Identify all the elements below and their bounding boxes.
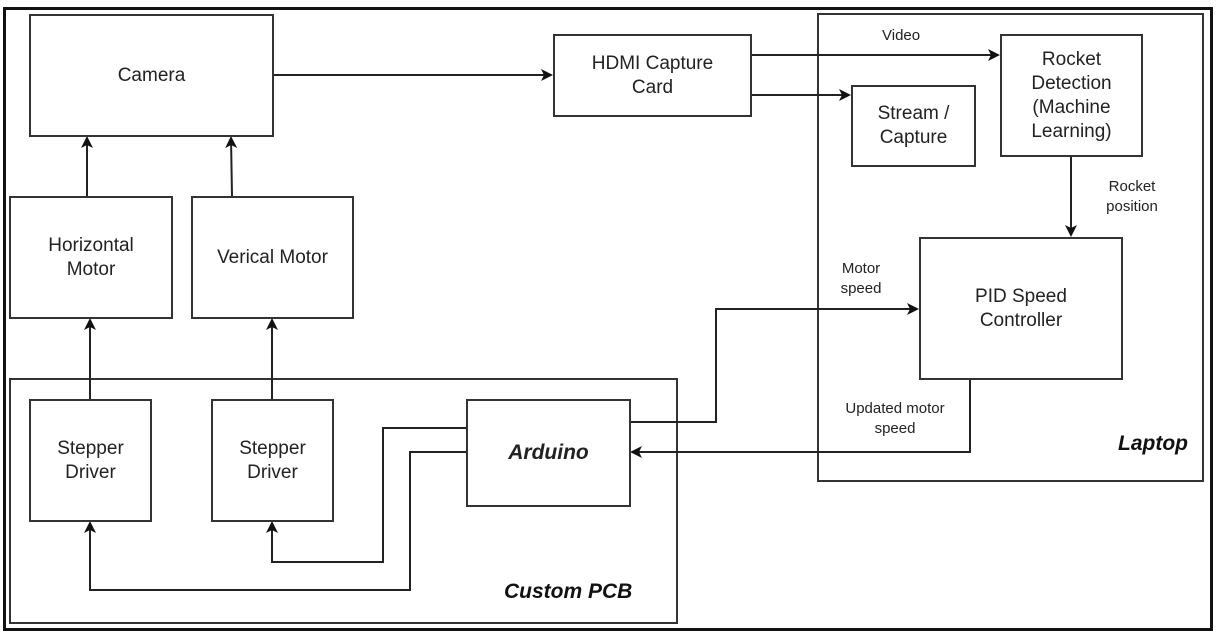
horizontal-motor-label: Horizontal Motor	[48, 234, 134, 280]
stream-capture-label: Stream / Capture	[877, 103, 950, 148]
rocket-detection-label: Rocket Detection (Machine Learning)	[1031, 48, 1112, 142]
vertical-motor-node: Verical Motor	[191, 196, 354, 319]
edge-pid-arduino	[630, 379, 971, 458]
arduino-label: Arduino	[508, 441, 589, 464]
edge-vmotor-camera	[225, 136, 238, 197]
pid-speed-controller-node: PID Speed Controller	[919, 237, 1123, 380]
diagram-frame	[3, 7, 1213, 631]
custom-pcb-container	[9, 378, 678, 624]
custom-pcb-title: Custom PCB	[504, 580, 633, 603]
rocket-detection-node: Rocket Detection (Machine Learning)	[1000, 34, 1143, 157]
updated-motor-speed-edge-label: Updated motor speed	[845, 400, 945, 437]
edge-arduino-stepper1	[84, 451, 466, 591]
arduino-node: Arduino	[466, 399, 631, 507]
stream-capture-node: Stream / Capture	[851, 85, 976, 167]
hdmi-capture-card-label: HDMI Capture Card	[591, 52, 714, 98]
hdmi-capture-card-node: HDMI Capture Card	[553, 34, 752, 117]
vertical-motor-label: Verical Motor	[217, 246, 328, 268]
video-edge-label: Video	[882, 27, 921, 44]
edge-arduino-pid	[630, 303, 919, 423]
rocket-position-edge-label: Rocket position	[1106, 178, 1158, 215]
horizontal-motor-node: Horizontal Motor	[9, 196, 173, 319]
camera-label: Camera	[117, 64, 186, 86]
motor-speed-edge-label: Motor speed	[840, 260, 882, 297]
stepper-driver-2-node: Stepper Driver	[211, 399, 334, 522]
pid-speed-controller-label: PID Speed Controller	[975, 285, 1067, 331]
laptop-container	[817, 13, 1204, 482]
camera-node: Camera	[29, 14, 274, 137]
stepper-driver-2-label: Stepper Driver	[239, 437, 306, 483]
edge-arduino-stepper2	[266, 427, 466, 563]
laptop-title: Laptop	[1118, 432, 1188, 455]
stepper-driver-1-node: Stepper Driver	[29, 399, 152, 522]
stepper-driver-1-label: Stepper Driver	[57, 437, 124, 483]
